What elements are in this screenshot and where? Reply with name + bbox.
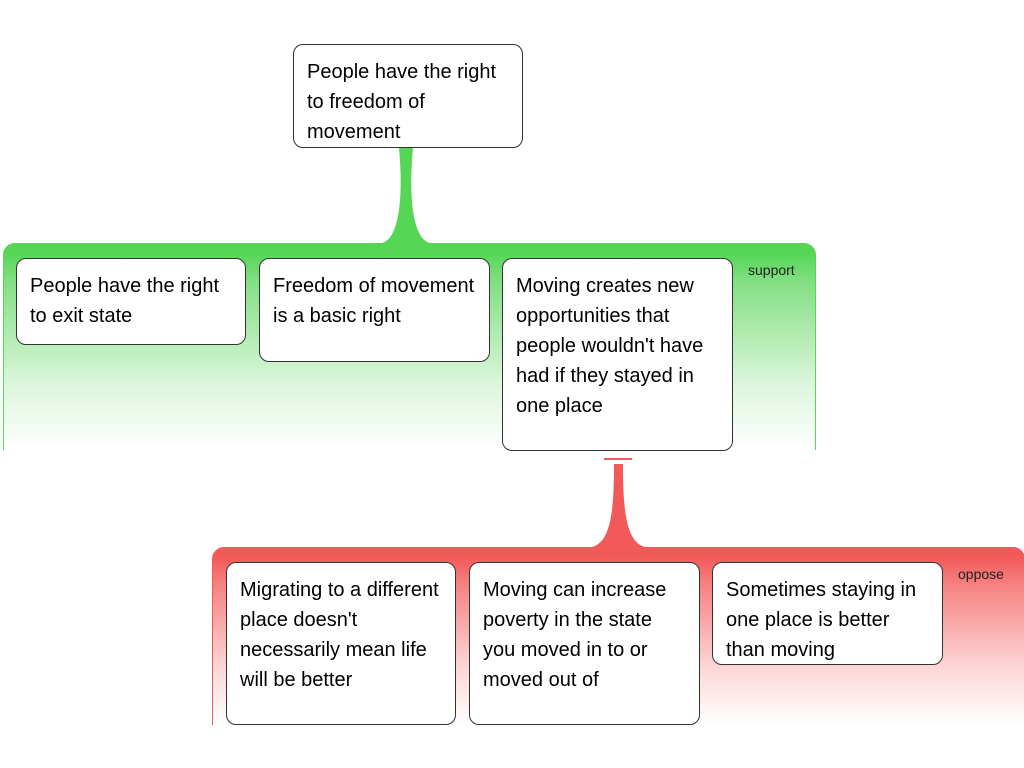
oppose-label: oppose — [958, 566, 1004, 582]
support-to-oppose-connector — [592, 464, 645, 547]
support-node-basic-right[interactable]: Freedom of movement is a basic right — [259, 258, 490, 362]
support-node-exit-state[interactable]: People have the right to exit state — [16, 258, 246, 345]
oppose-node-life-not-better[interactable]: Migrating to a different place doesn't n… — [226, 562, 456, 725]
root-to-support-connector — [382, 148, 430, 243]
root-claim-node[interactable]: People have the right to freedom of move… — [293, 44, 523, 148]
oppose-node-staying-better[interactable]: Sometimes staying in one place is better… — [712, 562, 943, 665]
oppose-node-poverty[interactable]: Moving can increase poverty in the state… — [469, 562, 700, 725]
support-node-new-opportunities[interactable]: Moving creates new opportunities that pe… — [502, 258, 733, 451]
support-label: support — [748, 262, 795, 278]
